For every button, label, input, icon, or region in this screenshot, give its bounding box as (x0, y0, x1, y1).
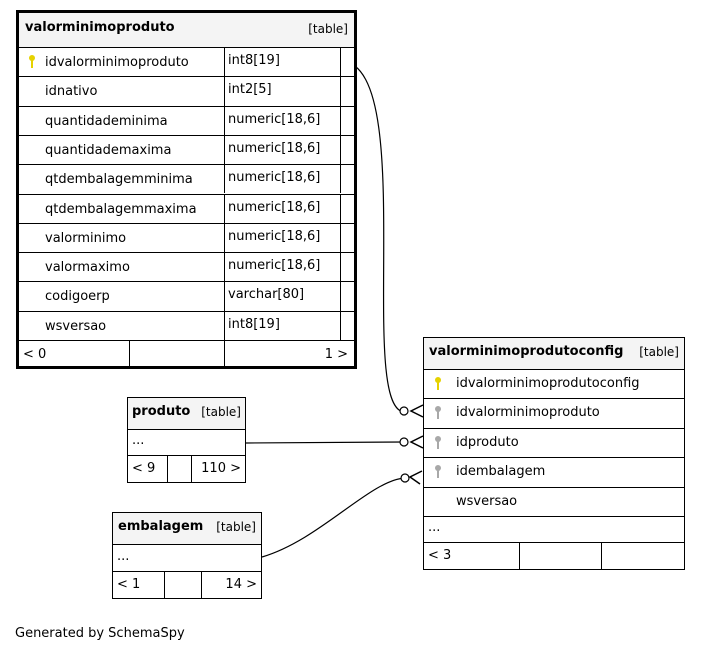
table-header: embalagem [table] (113, 513, 261, 544)
column-name: wsversao (45, 318, 107, 334)
ellipsis: ... (428, 520, 441, 535)
column-type: int2[5] (228, 82, 272, 98)
primary-key-icon (27, 54, 37, 70)
column-name: wsversao (456, 493, 518, 509)
footer-parents-count[interactable]: < 1 (117, 577, 141, 592)
column-name: qtdembalagemminima (45, 172, 193, 188)
table-valorminimoprodutoconfig[interactable]: valorminimoprodutoconfig [table] idvalor… (423, 337, 685, 570)
table-row[interactable]: quantidademaxima numeric[18,6] (19, 134, 354, 165)
column-name: valorminimo (45, 230, 127, 246)
foreign-key-icon (433, 405, 443, 421)
crow-foot (409, 435, 424, 449)
edge-end-circle (399, 437, 409, 447)
table-row[interactable]: idvalorminimoproduto (424, 398, 684, 427)
table-row[interactable]: valormaximo numeric[18,6] (19, 252, 354, 282)
table-kind-label: [table] (639, 345, 679, 359)
footer-parents-count[interactable]: < 3 (428, 548, 452, 563)
edge-end-circle (399, 406, 409, 416)
table-kind-label: [table] (216, 520, 256, 534)
column-type: numeric[18,6] (228, 170, 321, 186)
table-row[interactable]: qtdembalagemminima numeric[18,6] (19, 164, 354, 194)
table-row[interactable]: wsversao (424, 486, 684, 516)
table-ellipsis-row: ... (128, 429, 245, 455)
table-footer: < 0 1 > (19, 340, 354, 369)
table-row[interactable]: idproduto (424, 427, 684, 457)
column-name: valormaximo (45, 260, 130, 276)
table-produto[interactable]: produto [table] ... < 9 110 > (127, 397, 246, 483)
table-footer: < 3 (424, 542, 684, 569)
table-header: produto [table] (128, 398, 245, 429)
table-embalagem[interactable]: embalagem [table] ... < 1 14 > (112, 512, 262, 599)
table-footer: < 9 110 > (128, 455, 245, 482)
column-type: varchar[80] (228, 287, 305, 303)
column-name: idvalorminimoproduto (456, 405, 600, 421)
edge-valorminimoproduto-config (339, 60, 406, 413)
ellipsis: ... (117, 549, 130, 564)
edge-end-circle (400, 473, 410, 483)
edge-embalagem-config (261, 477, 406, 558)
column-type: int8[19] (228, 53, 280, 68)
table-row[interactable]: idembalagem (424, 457, 684, 486)
column-name: idvalorminimoprodutoconfig (456, 376, 640, 391)
footer-parents-count[interactable]: < 0 (23, 347, 47, 362)
column-name: idnativo (45, 84, 98, 100)
footer-children-count[interactable]: 14 > (225, 577, 257, 592)
ellipsis: ... (132, 433, 145, 448)
crow-foot (409, 404, 424, 418)
generated-by-footer: Generated by SchemaSpy (15, 626, 185, 641)
table-name: valorminimoprodutoconfig (429, 344, 624, 359)
foreign-key-icon (433, 464, 443, 480)
footer-children-count[interactable]: 110 > (201, 461, 241, 476)
column-type: numeric[18,6] (228, 140, 321, 156)
column-name: qtdembalagemmaxima (45, 201, 197, 217)
table-name: valorminimoproduto (25, 20, 175, 35)
footer-parents-count[interactable]: < 9 (132, 461, 156, 476)
table-valorminimoproduto[interactable]: valorminimoproduto [table] idvalorminimo… (16, 10, 357, 369)
footer-children-count[interactable]: 1 > (324, 347, 348, 362)
column-type: numeric[18,6] (228, 258, 321, 274)
primary-key-icon (433, 376, 443, 392)
foreign-key-icon (433, 435, 443, 451)
column-type: numeric[18,6] (228, 111, 321, 127)
table-row[interactable]: idnativo int2[5] (19, 76, 354, 106)
table-row[interactable]: wsversao int8[19] (19, 310, 354, 340)
table-name: embalagem (118, 519, 204, 534)
table-kind-label: [table] (201, 405, 241, 419)
table-row[interactable]: qtdembalagemmaxima numeric[18,6] (19, 193, 354, 223)
table-name: produto (132, 404, 191, 419)
column-name: quantidademaxima (45, 142, 172, 158)
table-row[interactable]: idvalorminimoproduto int8[19] (19, 47, 354, 77)
column-name: codigoerp (45, 289, 110, 305)
table-kind-label: [table] (308, 22, 348, 36)
crow-foot (408, 470, 423, 485)
column-type: numeric[18,6] (228, 199, 321, 215)
column-type: numeric[18,6] (228, 228, 321, 244)
table-ellipsis-row: ... (424, 516, 684, 542)
table-header: valorminimoprodutoconfig [table] (424, 338, 684, 369)
table-footer: < 1 14 > (113, 571, 261, 598)
column-name: quantidademinima (45, 113, 168, 129)
column-name: idembalagem (456, 464, 546, 480)
table-row[interactable]: valorminimo numeric[18,6] (19, 222, 354, 253)
edge-produto-config (245, 441, 406, 444)
column-name: idvalorminimoproduto (45, 55, 189, 70)
column-name: idproduto (456, 434, 519, 450)
table-row[interactable]: codigoerp varchar[80] (19, 281, 354, 311)
column-type: int8[19] (228, 316, 280, 332)
table-row[interactable]: quantidademinima numeric[18,6] (19, 105, 354, 135)
table-header: valorminimoproduto [table] (19, 13, 354, 47)
table-ellipsis-row: ... (113, 544, 261, 571)
table-row[interactable]: idvalorminimoprodutoconfig (424, 369, 684, 398)
